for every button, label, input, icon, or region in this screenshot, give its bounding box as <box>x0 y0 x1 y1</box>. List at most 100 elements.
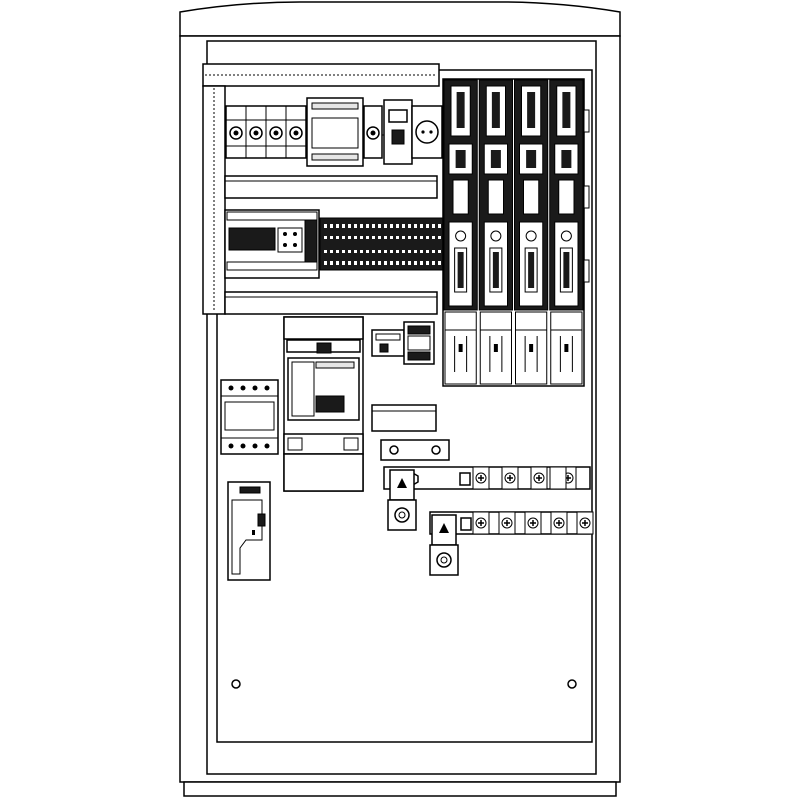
terminal-hole <box>384 236 387 239</box>
fuse-cartridge-icon <box>561 150 572 168</box>
n-connector <box>429 544 459 576</box>
terminal-hole <box>426 250 429 253</box>
power-supply-module <box>306 97 364 167</box>
terminal-hole <box>330 224 333 228</box>
terminal-hole <box>426 224 429 228</box>
terminal-hole <box>402 261 405 265</box>
terminal-hole <box>324 224 327 228</box>
terminal-hole <box>360 250 363 253</box>
fuse-top-slot <box>527 92 536 128</box>
socket-outlet-icon <box>415 120 439 144</box>
terminal-hole <box>366 224 369 228</box>
terminal-block-strip <box>319 217 445 271</box>
terminal-strip-holes <box>324 224 441 265</box>
fuse-switch-disconnector <box>478 79 513 385</box>
pe-busbar <box>383 466 591 531</box>
terminal-hole <box>336 224 339 228</box>
wall-device-body <box>227 481 271 581</box>
terminal-hole <box>378 250 381 253</box>
terminal-hole <box>420 224 423 228</box>
terminal-hole <box>360 261 363 265</box>
terminal-hole <box>396 236 399 239</box>
busbar-terminal <box>550 511 568 535</box>
terminal-hole <box>324 261 327 265</box>
terminal-hole <box>414 261 417 265</box>
fuse-side-lug <box>583 185 590 209</box>
terminal-hole <box>378 261 381 265</box>
fuse-switch-disconnector <box>549 79 584 385</box>
terminal-hole <box>432 250 435 253</box>
fuse-terminal-mark <box>564 344 569 352</box>
busbar-supports <box>371 404 450 461</box>
terminal-hole <box>342 224 345 228</box>
plc-button-icon <box>293 232 297 236</box>
plc-controller <box>224 209 320 279</box>
terminal-hole <box>330 236 333 239</box>
fuse-top-slot <box>456 92 465 128</box>
terminal-clamp <box>549 466 567 490</box>
fuse-cartridge-icon <box>490 150 501 168</box>
busbar-terminal <box>498 511 516 535</box>
terminal-hole <box>408 250 411 253</box>
n-busbar <box>429 511 594 576</box>
busbar-terminal <box>549 466 567 490</box>
terminal-hole <box>426 236 429 239</box>
busbar-cover <box>371 404 437 432</box>
pe-connector <box>387 499 417 531</box>
terminal-hole <box>336 261 339 265</box>
terminal-hole <box>354 250 357 253</box>
fuse-link-core <box>528 252 535 288</box>
terminal-hole <box>390 224 393 228</box>
fuse-screw-icon <box>560 230 572 242</box>
terminal-hole <box>396 224 399 228</box>
terminal-hole <box>432 261 435 265</box>
terminal-hole <box>390 261 393 265</box>
terminal-hole <box>402 250 405 253</box>
busbar-terminal <box>472 511 490 535</box>
fuse-terminal-mark <box>493 344 498 352</box>
terminal-hole <box>348 236 351 239</box>
contactor-assembly <box>283 316 364 492</box>
fuse-link-core <box>563 252 570 288</box>
terminal-hole <box>396 250 399 253</box>
terminal-strip-body <box>319 217 445 271</box>
duct-middle <box>224 175 438 199</box>
terminal-hole <box>408 236 411 239</box>
fuse-switch-disconnector <box>514 79 549 385</box>
terminal-hole <box>324 250 327 253</box>
terminal-hole <box>414 224 417 228</box>
terminal-hole <box>420 236 423 239</box>
busbar-clamp <box>380 439 450 461</box>
terminal-hole <box>330 261 333 265</box>
wall-device <box>227 481 271 581</box>
terminal-hole <box>420 250 423 253</box>
terminal-hole <box>402 224 405 228</box>
energy-meter-body <box>220 379 279 455</box>
terminal-hole <box>360 236 363 239</box>
terminal-hole <box>324 236 327 239</box>
din-rail-2 <box>224 209 445 279</box>
fuse-screw-icon <box>455 230 467 242</box>
plc-display <box>228 227 276 251</box>
terminal-hole <box>384 250 387 253</box>
busbar-terminal <box>524 511 542 535</box>
terminal-hole <box>366 250 369 253</box>
contactor-indicator <box>315 395 345 413</box>
terminal-hole <box>438 261 441 265</box>
terminal-hole <box>420 261 423 265</box>
terminal-hole <box>360 224 363 228</box>
fuse-terminal-mark <box>458 344 463 352</box>
terminal-hole <box>438 224 441 228</box>
busbar-terminal <box>576 511 594 535</box>
fuse-cartridge-icon <box>455 150 466 168</box>
terminal-hole <box>348 224 351 228</box>
terminal-hole <box>354 236 357 239</box>
terminal-hole <box>402 236 405 239</box>
fuse-switch-disconnectors <box>442 78 590 387</box>
terminal-hole <box>432 236 435 239</box>
terminal-hole <box>408 261 411 265</box>
terminal-hole <box>414 250 417 253</box>
terminal-hole <box>384 261 387 265</box>
